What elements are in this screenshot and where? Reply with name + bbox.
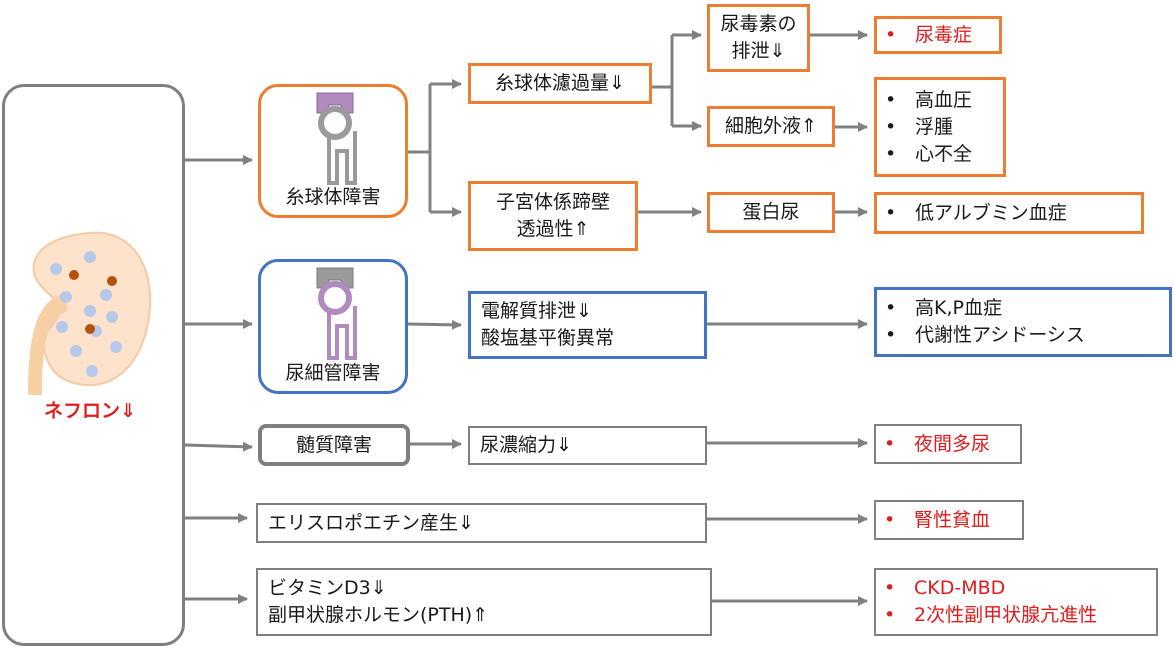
nephron-label: ネフロン⇓ [44,400,136,422]
kidney-icon [28,231,152,395]
uremic-toxin-line-1: 尿毒素の [720,13,797,35]
permeability-line-2: 透過性⇑ [516,218,590,240]
tubular-disorder-label: 尿細管障害 [285,362,381,384]
ecf-result-item: 高血圧 [885,87,1003,114]
tubular-results-box: 高K,P血症 代謝性アシドーシス [874,287,1172,357]
electrolyte-line-1: 電解質排泄⇓ [481,300,592,322]
electrolyte-box: 電解質排泄⇓ 酸塩基平衡異常 [468,291,707,359]
tubular-result-item: 高K,P血症 [885,295,1169,322]
gfr-box: 糸球体濾過量⇓ [468,63,652,104]
ecf-results-box: 高血圧 浮腫 心不全 [874,77,1006,177]
hypoalbuminemia-item: 低アルブミン血症 [885,200,1141,227]
vitd-pth-box: ビタミンD3⇓ 副甲状腺ホルモン(PTH)⇑ [256,568,712,636]
nocturia-item: 夜間多尿 [884,431,1020,458]
glomerular-disorder-label: 糸球体障害 [285,186,381,208]
renal-anemia-box: 腎性貧血 [874,500,1024,540]
tubule-icon [316,267,357,360]
uremia-item: 尿毒症 [885,22,999,49]
ecf-box: 細胞外液⇑ [707,106,835,147]
epo-box: エリスロポエチン産生⇓ [256,503,707,543]
pth-line: 副甲状腺ホルモン(PTH)⇑ [268,604,489,626]
hypoalbuminemia-box: 低アルブミン血症 [874,192,1144,234]
hyperparathyroidism-item: 2次性副甲状腺亢進性 [884,602,1156,629]
uremic-toxin-box: 尿毒素の 排泄⇓ [707,4,810,72]
permeability-box: 子宮体係蹄壁 透過性⇑ [468,181,638,251]
uremia-box: 尿毒症 [874,16,1002,54]
permeability-line-1: 子宮体係蹄壁 [495,191,610,213]
ckd-mbd-item: CKD-MBD [884,575,1156,602]
uremic-toxin-line-2: 排泄⇓ [731,40,786,62]
tubular-result-item: 代謝性アシドーシス [885,322,1169,349]
ckd-mbd-box: CKD-MBD 2次性副甲状腺亢進性 [874,568,1158,636]
electrolyte-line-2: 酸塩基平衡異常 [481,327,615,349]
nephron-panel [2,84,185,646]
tubular-disorder-box: 尿細管障害 [258,259,408,394]
nocturia-box: 夜間多尿 [874,424,1022,464]
glomerular-disorder-box: 糸球体障害 [258,84,408,218]
concentration-box: 尿濃縮力⇓ [468,426,707,465]
ecf-result-item: 心不全 [885,141,1003,168]
vitd-line: ビタミンD3⇓ [268,577,387,599]
medullary-disorder-box: 髄質障害 [258,424,410,466]
proteinuria-box: 蛋白尿 [707,192,835,233]
ecf-result-item: 浮腫 [885,114,1003,141]
renal-anemia-item: 腎性貧血 [884,507,1022,534]
glomerulus-icon [316,92,357,185]
